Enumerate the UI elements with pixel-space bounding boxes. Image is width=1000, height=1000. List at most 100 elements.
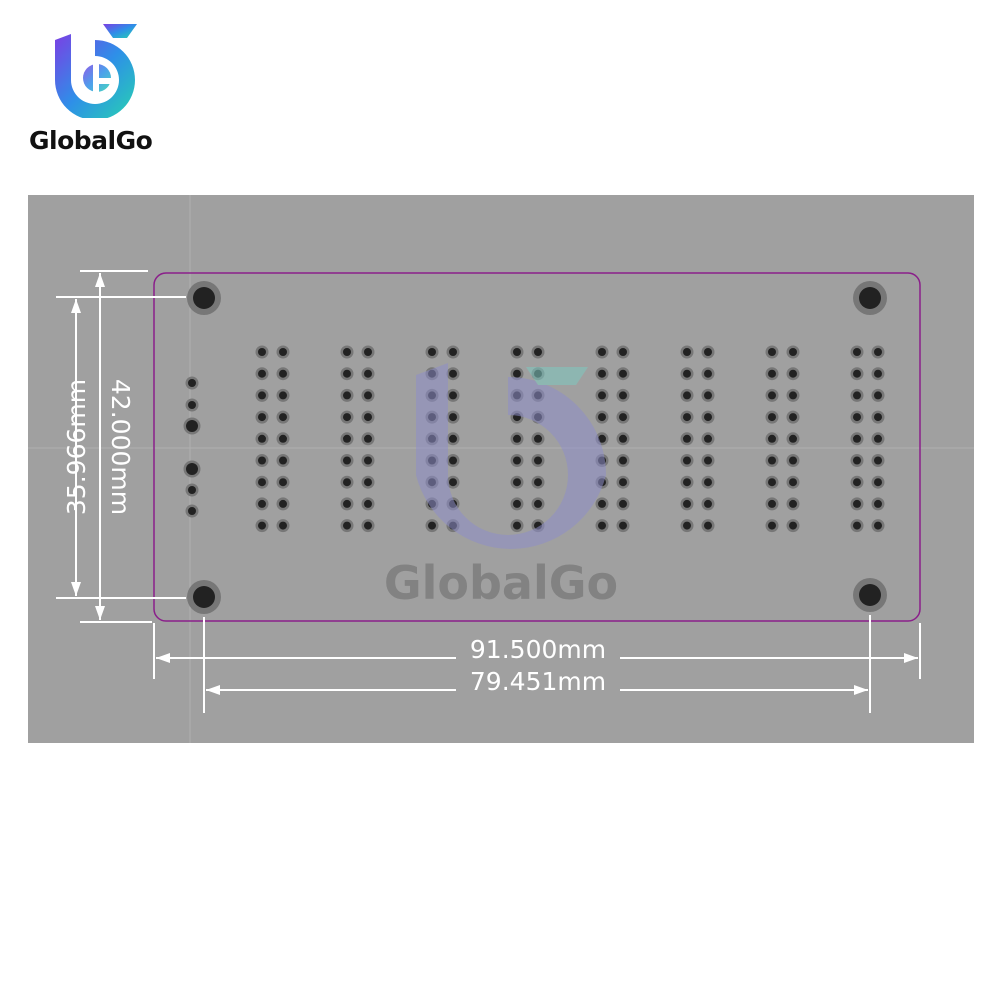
header-pin — [276, 367, 290, 381]
header-pin — [616, 345, 630, 359]
header-pin — [595, 519, 609, 533]
label-backdrop — [456, 672, 620, 694]
header-pin — [595, 432, 609, 446]
header-pin — [680, 410, 694, 424]
header-pin — [850, 388, 864, 402]
header-pin — [765, 367, 779, 381]
header-pin — [871, 454, 885, 467]
header-pin — [680, 475, 694, 489]
header-pin — [616, 432, 630, 446]
header-pin — [680, 367, 694, 381]
header-pin — [871, 388, 885, 402]
header-pin — [765, 475, 779, 489]
header-pin — [255, 367, 269, 381]
brand-block: GlobalGo — [25, 20, 165, 155]
watermark-text: GlobalGo — [384, 556, 618, 610]
header-pin — [765, 345, 779, 359]
header-pin — [276, 519, 290, 533]
header-pin — [850, 454, 864, 467]
label-backdrop — [456, 640, 620, 662]
header-pin — [680, 519, 694, 533]
header-pin — [871, 519, 885, 533]
header-pin — [361, 497, 375, 511]
header-pin — [255, 345, 269, 359]
header-pin — [850, 345, 864, 359]
header-pin — [595, 497, 609, 511]
header-pin — [361, 345, 375, 359]
header-pin — [255, 410, 269, 424]
header-pin — [786, 497, 800, 511]
header-pin — [361, 432, 375, 446]
mounting-hole — [853, 281, 887, 315]
header-pin — [595, 410, 609, 424]
side-pin-group — [183, 376, 201, 518]
header-pin — [786, 388, 800, 402]
header-pin — [531, 497, 545, 511]
header-pin — [276, 388, 290, 402]
header-pin — [701, 345, 715, 359]
header-pin — [340, 497, 354, 511]
header-pin — [361, 519, 375, 533]
header-pin — [701, 367, 715, 381]
header-pin — [446, 432, 460, 446]
header-pin — [850, 519, 864, 533]
header-pin — [361, 475, 375, 489]
header-pin — [871, 345, 885, 359]
header-pin — [701, 454, 715, 467]
header-pin — [361, 454, 375, 467]
header-pin — [340, 388, 354, 402]
header-pin — [255, 497, 269, 511]
globalgo-logo-icon — [55, 24, 137, 118]
side-pin — [185, 483, 199, 497]
header-pin — [616, 454, 630, 467]
header-pin — [361, 367, 375, 381]
header-pin — [340, 475, 354, 489]
header-pin — [786, 519, 800, 533]
header-pin — [680, 497, 694, 511]
header-pin — [531, 454, 545, 467]
board-dimension-drawing: GlobalGo 42.000mm 35.966mm — [28, 195, 974, 743]
header-pin — [701, 432, 715, 446]
header-pin — [680, 432, 694, 446]
dimension-label-hole-spacing-horizontal: 79.451mm — [470, 667, 606, 696]
header-pin — [680, 388, 694, 402]
header-pin — [361, 388, 375, 402]
header-pin — [786, 410, 800, 424]
watermark: GlobalGo — [384, 363, 618, 610]
header-pin — [340, 432, 354, 446]
header-pin — [255, 454, 269, 467]
header-pin — [276, 345, 290, 359]
header-pin — [276, 410, 290, 424]
header-pin — [425, 345, 439, 359]
header-pin — [616, 475, 630, 489]
header-pin — [255, 432, 269, 446]
header-pin — [850, 497, 864, 511]
header-pin — [850, 475, 864, 489]
header-pin — [531, 345, 545, 359]
header-pin — [510, 497, 524, 511]
header-pin — [701, 497, 715, 511]
header-pin — [446, 475, 460, 489]
header-pin — [701, 388, 715, 402]
header-pin — [510, 367, 524, 381]
header-pin — [786, 475, 800, 489]
header-pin — [276, 497, 290, 511]
header-pin — [701, 475, 715, 489]
header-pin — [340, 367, 354, 381]
mounting-hole — [187, 580, 221, 614]
header-pin — [765, 497, 779, 511]
header-pin — [765, 388, 779, 402]
header-pin — [701, 519, 715, 533]
header-pin — [425, 519, 439, 533]
header-pin — [510, 345, 524, 359]
header-pin — [616, 367, 630, 381]
header-pin — [680, 345, 694, 359]
header-pin — [340, 345, 354, 359]
brand-name: GlobalGo — [29, 126, 153, 155]
header-pin — [531, 475, 545, 489]
mounting-hole — [853, 578, 887, 612]
header-pin — [871, 410, 885, 424]
dimension-label-board-height: 42.000mm — [106, 379, 135, 515]
side-pin — [185, 504, 199, 518]
header-pin — [850, 432, 864, 446]
